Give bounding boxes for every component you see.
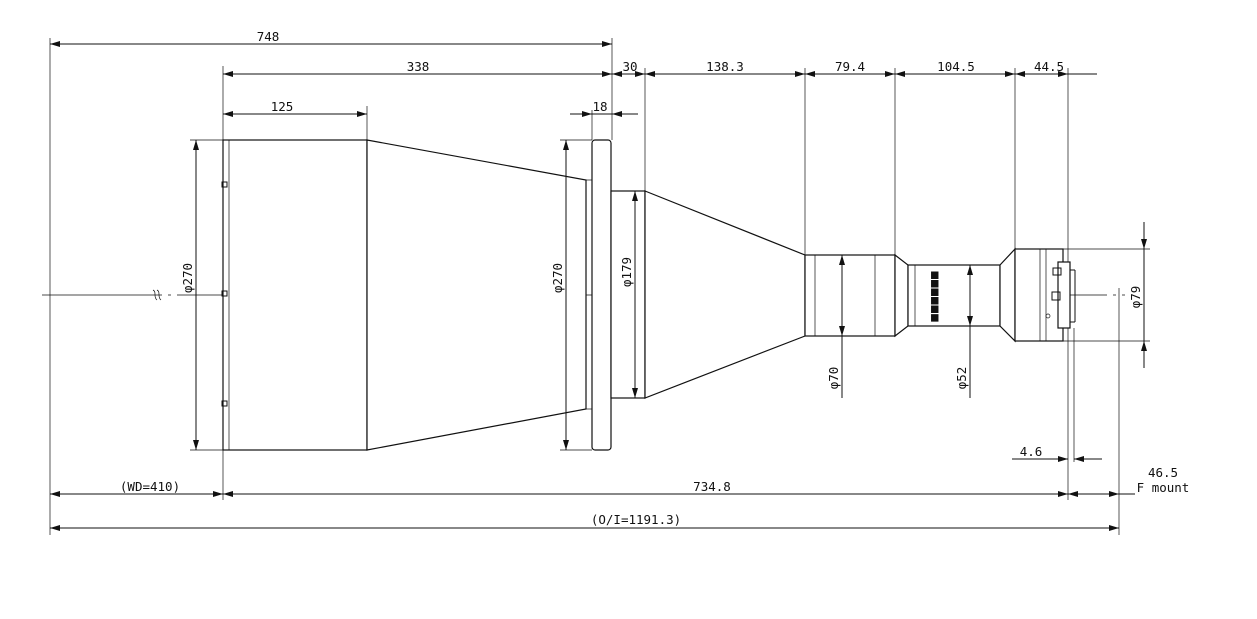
dim-phi270-front: φ270 xyxy=(180,263,195,293)
dim-phi79: φ79 xyxy=(1128,286,1143,309)
dim-734-8: 734.8 xyxy=(693,479,731,494)
dim-phi52: φ52 xyxy=(954,367,969,390)
flange xyxy=(591,139,612,451)
dim-138-3: 138.3 xyxy=(706,59,744,74)
lens-body: ■■■■■■ xyxy=(221,139,1076,451)
dim-phi270-flange: φ270 xyxy=(550,263,565,293)
dim-4-6: 4.6 xyxy=(1020,444,1043,459)
dimension-lines xyxy=(50,41,1147,531)
dim-46-5: 46.5 xyxy=(1148,465,1178,480)
rear-cone xyxy=(644,190,806,399)
dim-748: 748 xyxy=(257,29,280,44)
focus-section xyxy=(907,264,1001,327)
rear-body xyxy=(1014,248,1064,342)
dim-79-4: 79.4 xyxy=(835,59,865,74)
extension-lines xyxy=(49,38,1150,535)
dim-44-5: 44.5 xyxy=(1034,59,1064,74)
dim-338: 338 xyxy=(407,59,430,74)
dim-104-5: 104.5 xyxy=(937,59,975,74)
dim-oi: (O/I=1191.3) xyxy=(591,512,681,527)
dim-18: 18 xyxy=(592,99,607,114)
dim-phi179: φ179 xyxy=(619,257,634,287)
f-mount-bayonet xyxy=(1045,261,1076,329)
dim-125: 125 xyxy=(271,99,294,114)
axis-break-symbol xyxy=(152,289,162,301)
svg-text:■■■■■■: ■■■■■■ xyxy=(926,270,941,321)
dim-wd: (WD=410) xyxy=(120,479,180,494)
front-barrel xyxy=(222,139,368,451)
front-cone xyxy=(366,139,587,451)
dim-phi70: φ70 xyxy=(826,367,841,390)
ring-70 xyxy=(804,254,896,337)
neck xyxy=(610,190,646,399)
dim-30: 30 xyxy=(622,59,637,74)
dimension-labels: 748 338 30 138.3 79.4 104.5 44.5 125 18 … xyxy=(120,29,1189,527)
label-f-mount: F mount xyxy=(1137,480,1190,495)
